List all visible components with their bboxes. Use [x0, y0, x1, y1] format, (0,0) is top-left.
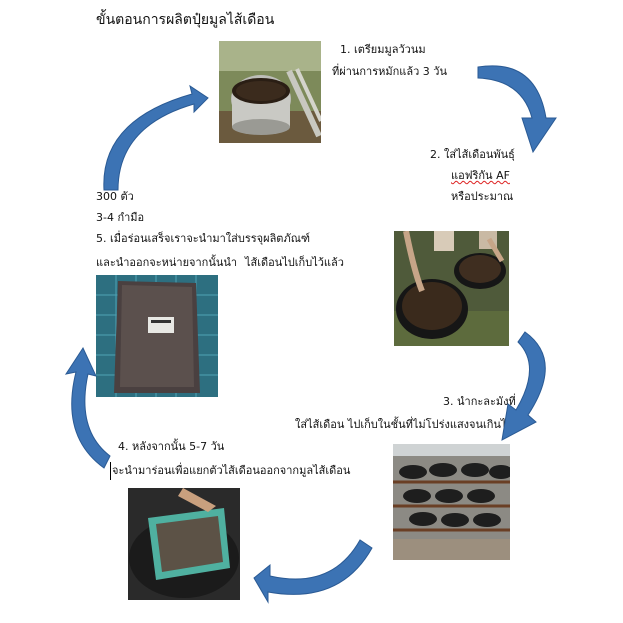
photo-manure-bucket — [219, 41, 321, 143]
photo-storage-shelves — [393, 444, 510, 560]
page-title: ขั้นตอนการผลิตปุ๋ยมูลไส้เดือน — [96, 12, 275, 28]
step3-line1: 3. นำกะละมังที่ — [443, 395, 516, 408]
step1-line1: 1. เตรียมมูลวัวนม — [340, 43, 426, 56]
step5-line2: และนำออกจะหน่ายจากนั้นนำ — [96, 256, 238, 269]
step1-line2: ที่ผ่านการหมักแล้ว 3 วัน — [332, 65, 447, 78]
step4-line2: จะนำมาร่อนเพื่อแยกตัวไส้เดือนออกจากมูลไส… — [112, 464, 351, 477]
worm-count: 300 ตัว — [96, 190, 134, 203]
handful-count: 3-4 กำมือ — [96, 211, 145, 224]
step2-line1: 2. ใส่ไส้เดือนพันธุ์ — [430, 148, 515, 161]
step5-line3: ไส้เดือนไปเก็บไว้แล้ว — [245, 256, 344, 269]
step5-line1: 5. เมื่อร่อนเสร็จเราจะนำมาใส่บรรจุผลิตภั… — [96, 232, 311, 245]
step2-line2: แอฟริกัน AF — [451, 169, 510, 182]
text-cursor — [110, 462, 111, 480]
step3-line2: ใส่ไส้เดือน ไปเก็บในชั้นที่ไม่โปร่งแสงจน… — [295, 418, 514, 431]
arrow-step5-to-step1 — [103, 84, 209, 191]
arrow-step1-to-step2 — [477, 65, 557, 154]
arrow-step3-to-step4 — [253, 539, 373, 604]
photo-product-bag — [96, 275, 218, 397]
step2-line3: หรือประมาณ — [451, 190, 514, 203]
photo-sieving-tray — [128, 488, 240, 600]
step4-line1: 4. หลังจากนั้น 5-7 วัน — [118, 440, 225, 453]
photo-worm-basins — [394, 231, 509, 346]
